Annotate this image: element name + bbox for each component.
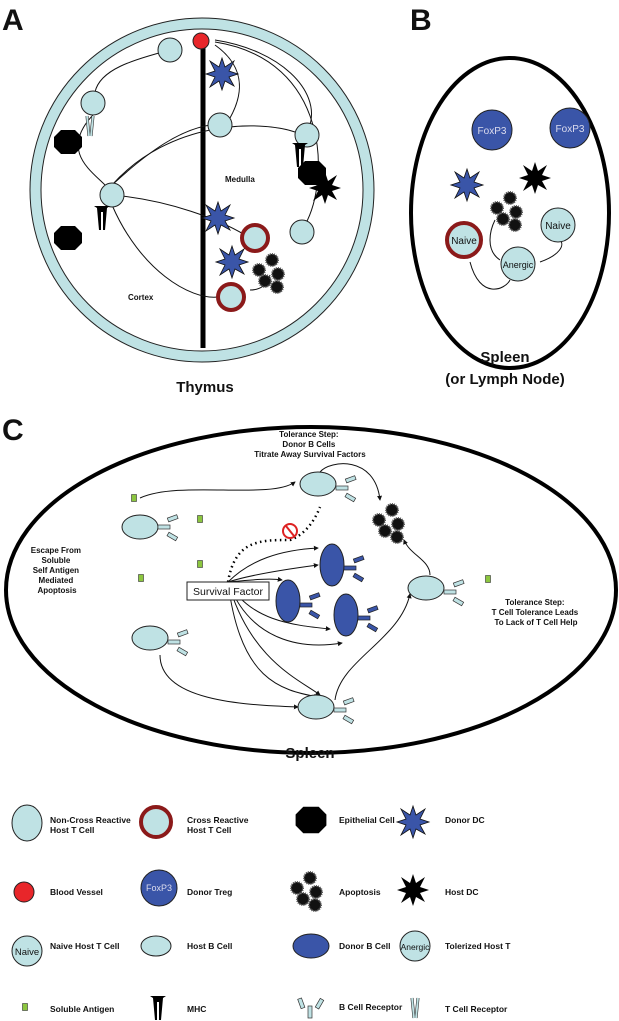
legend-anergic-icon bbox=[399, 930, 431, 962]
note-top: Tolerance Step: Donor B Cells Titrate Aw… bbox=[254, 430, 366, 459]
panel-b-letter: B bbox=[410, 4, 432, 37]
treg-label: FoxP3 bbox=[478, 126, 507, 137]
spleen-outline bbox=[409, 56, 611, 370]
legend-donor-b-cell-icon bbox=[292, 933, 330, 959]
legend-label: Host DC bbox=[445, 887, 479, 897]
host-b-cell bbox=[121, 514, 159, 540]
host-t-cell bbox=[294, 122, 320, 148]
blocked-survival-path bbox=[226, 506, 322, 583]
legend-label: Soluble Antigen bbox=[50, 1004, 114, 1014]
legend-tcr-icon bbox=[410, 996, 420, 1020]
blood-vessel bbox=[192, 32, 210, 50]
legend-label: Tolerized Host T bbox=[445, 941, 511, 951]
legend-treg-icon bbox=[140, 869, 178, 907]
treg-label: FoxP3 bbox=[556, 124, 585, 135]
epithelial-cell bbox=[54, 226, 82, 250]
legend-label: Donor DC bbox=[445, 815, 485, 825]
legend-antigen-icon bbox=[22, 1003, 28, 1011]
cross-reactive-t-cell bbox=[216, 282, 246, 312]
naive-cross-reactive-t-cell bbox=[445, 221, 483, 259]
soluble-antigen bbox=[485, 575, 491, 583]
donor-dc bbox=[201, 201, 235, 235]
donor-dc bbox=[215, 245, 249, 279]
note-left: Escape From Soluble Self Antigen Mediate… bbox=[31, 546, 83, 595]
soluble-antigen bbox=[197, 560, 203, 568]
donor-b-cell bbox=[275, 579, 301, 623]
panel-a-letter: A bbox=[2, 4, 24, 37]
survival-factor-box bbox=[186, 581, 270, 601]
legend-label: Apoptosis bbox=[339, 887, 381, 897]
soluble-antigen bbox=[197, 515, 203, 523]
spleen-subtitle: (or Lymph Node) bbox=[445, 371, 564, 388]
inhibition-icon bbox=[282, 523, 298, 539]
survival-factor-label: Survival Factor bbox=[193, 586, 264, 598]
legend-label: Donor B Cell bbox=[339, 941, 390, 951]
host-b-cell bbox=[131, 625, 169, 651]
donor-dc bbox=[450, 168, 484, 202]
legend-bcr-icon bbox=[297, 997, 325, 1019]
thymus-title: Thymus bbox=[176, 379, 234, 396]
anergic-label: Anergic bbox=[503, 260, 534, 270]
cross-reactive-t-cell bbox=[240, 223, 270, 253]
label-cortex: Cortex bbox=[128, 293, 154, 302]
spleen-title: Spleen bbox=[480, 349, 529, 366]
legend-label: B Cell Receptor bbox=[339, 1002, 403, 1012]
host-t-cell bbox=[157, 37, 183, 63]
legend-host-b-cell-icon bbox=[140, 935, 172, 957]
legend-label: T Cell Receptor bbox=[445, 1004, 508, 1014]
anergic-t-cell bbox=[500, 246, 536, 282]
donor-treg bbox=[549, 107, 591, 149]
legend-label: Host B Cell bbox=[187, 941, 232, 951]
legend-mhc-icon bbox=[150, 996, 166, 1020]
legend-label: Donor Treg bbox=[187, 887, 232, 897]
host-b-cell bbox=[407, 575, 445, 601]
legend-blood-vessel-icon bbox=[13, 881, 35, 903]
soluble-antigen bbox=[131, 494, 137, 502]
legend-anergic-text: Anergic bbox=[401, 942, 431, 952]
naive-label: Naive bbox=[451, 236, 477, 247]
host-b-cell bbox=[299, 471, 337, 497]
legend-apoptosis-icon bbox=[290, 871, 323, 912]
host-t-cell bbox=[99, 182, 125, 208]
host-b-cell bbox=[297, 694, 335, 720]
soluble-antigen bbox=[138, 574, 144, 582]
host-t-cell bbox=[80, 90, 106, 116]
legend-host-t-cell-icon bbox=[11, 804, 43, 842]
host-t-cell bbox=[207, 112, 233, 138]
legend-cross-reactive-icon bbox=[139, 805, 173, 839]
spleen-c-title: Spleen bbox=[285, 745, 334, 762]
spleen-c-outline bbox=[4, 425, 618, 755]
legend-label: Blood Vessel bbox=[50, 887, 103, 897]
donor-b-cell bbox=[333, 593, 359, 637]
legend-label: Naive Host T Cell bbox=[50, 941, 119, 951]
donor-dc bbox=[205, 57, 239, 91]
panel-c-letter: C bbox=[2, 414, 24, 447]
donor-treg bbox=[471, 109, 513, 151]
epithelial-cell bbox=[54, 130, 82, 154]
label-medulla: Medulla bbox=[225, 175, 255, 184]
legend-naive-icon bbox=[11, 935, 43, 967]
naive-label: Naive bbox=[545, 221, 571, 232]
legend-host-dc-icon bbox=[397, 874, 429, 906]
legend-naive-text: Naive bbox=[15, 947, 39, 958]
survival-factor-arrows bbox=[139, 463, 431, 710]
note-right: Tolerance Step: T Cell Tolerance Leads T… bbox=[492, 598, 581, 627]
legend-treg-text: FoxP3 bbox=[146, 883, 172, 893]
legend-donor-dc-icon bbox=[396, 805, 430, 839]
legend-label: MHC bbox=[187, 1004, 206, 1014]
legend-label: Epithelial Cell bbox=[339, 815, 395, 825]
legend-epithelial-icon bbox=[295, 806, 327, 834]
donor-b-cell bbox=[319, 543, 345, 587]
host-t-cell bbox=[289, 219, 315, 245]
naive-host-t-cell bbox=[540, 207, 576, 243]
thymus-migration-arrows bbox=[77, 39, 319, 298]
